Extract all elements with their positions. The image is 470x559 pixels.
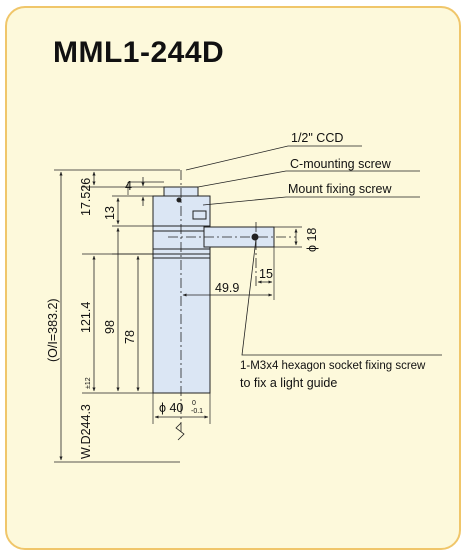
dim-98-text: 98 [103,320,117,334]
c-mount-dot [176,197,182,203]
phi40-tol-lower: -0.1 [191,408,203,415]
model-title: MML1-244D [53,36,225,69]
ccd-label: 1/2" CCD [291,131,343,145]
drawing-card: MML1-244D [5,6,461,550]
dimension-labels: 4 17.526 13 121.4 98 78 (O/I=383.2) W.D2… [46,178,319,459]
phi18-text: ϕ 18 [305,228,319,252]
optical-axis [168,170,296,441]
dim-1214-text: 121.4 [79,302,93,333]
lower-barrel [152,253,211,394]
wd-tol-text: ±12 [85,377,92,389]
dim-4-text: 4 [125,179,132,193]
body-collar [152,225,211,255]
dim-499-text: 49.9 [215,281,239,295]
lens-body [152,186,275,394]
light-guide-label: to fix a light guide [240,376,337,390]
leader-lines [185,145,442,356]
callout-labels: 1/2" CCD C-mounting screw Mount fixing s… [240,131,426,390]
extension-lines [54,169,302,463]
mount-fixing-screw-head [192,210,207,220]
phi40-text: ϕ 40 [159,401,183,415]
phi40-tol-upper: 0 [192,400,196,407]
dim-17526-text: 17.526 [79,178,93,216]
wd-text: W.D244.3 [79,404,93,459]
dim-383-text: (O/I=383.2) [46,298,60,362]
c-mount-label: C-mounting screw [290,157,392,171]
dimension-lines [59,171,298,461]
hex-screw-label: 1-M3x4 hexagon socket fixing screw [240,360,426,372]
dim-13-text: 13 [103,206,117,220]
dim-78-text: 78 [123,330,137,344]
dim-15-text: 15 [259,267,273,281]
mount-fixing-label: Mount fixing screw [288,182,392,196]
